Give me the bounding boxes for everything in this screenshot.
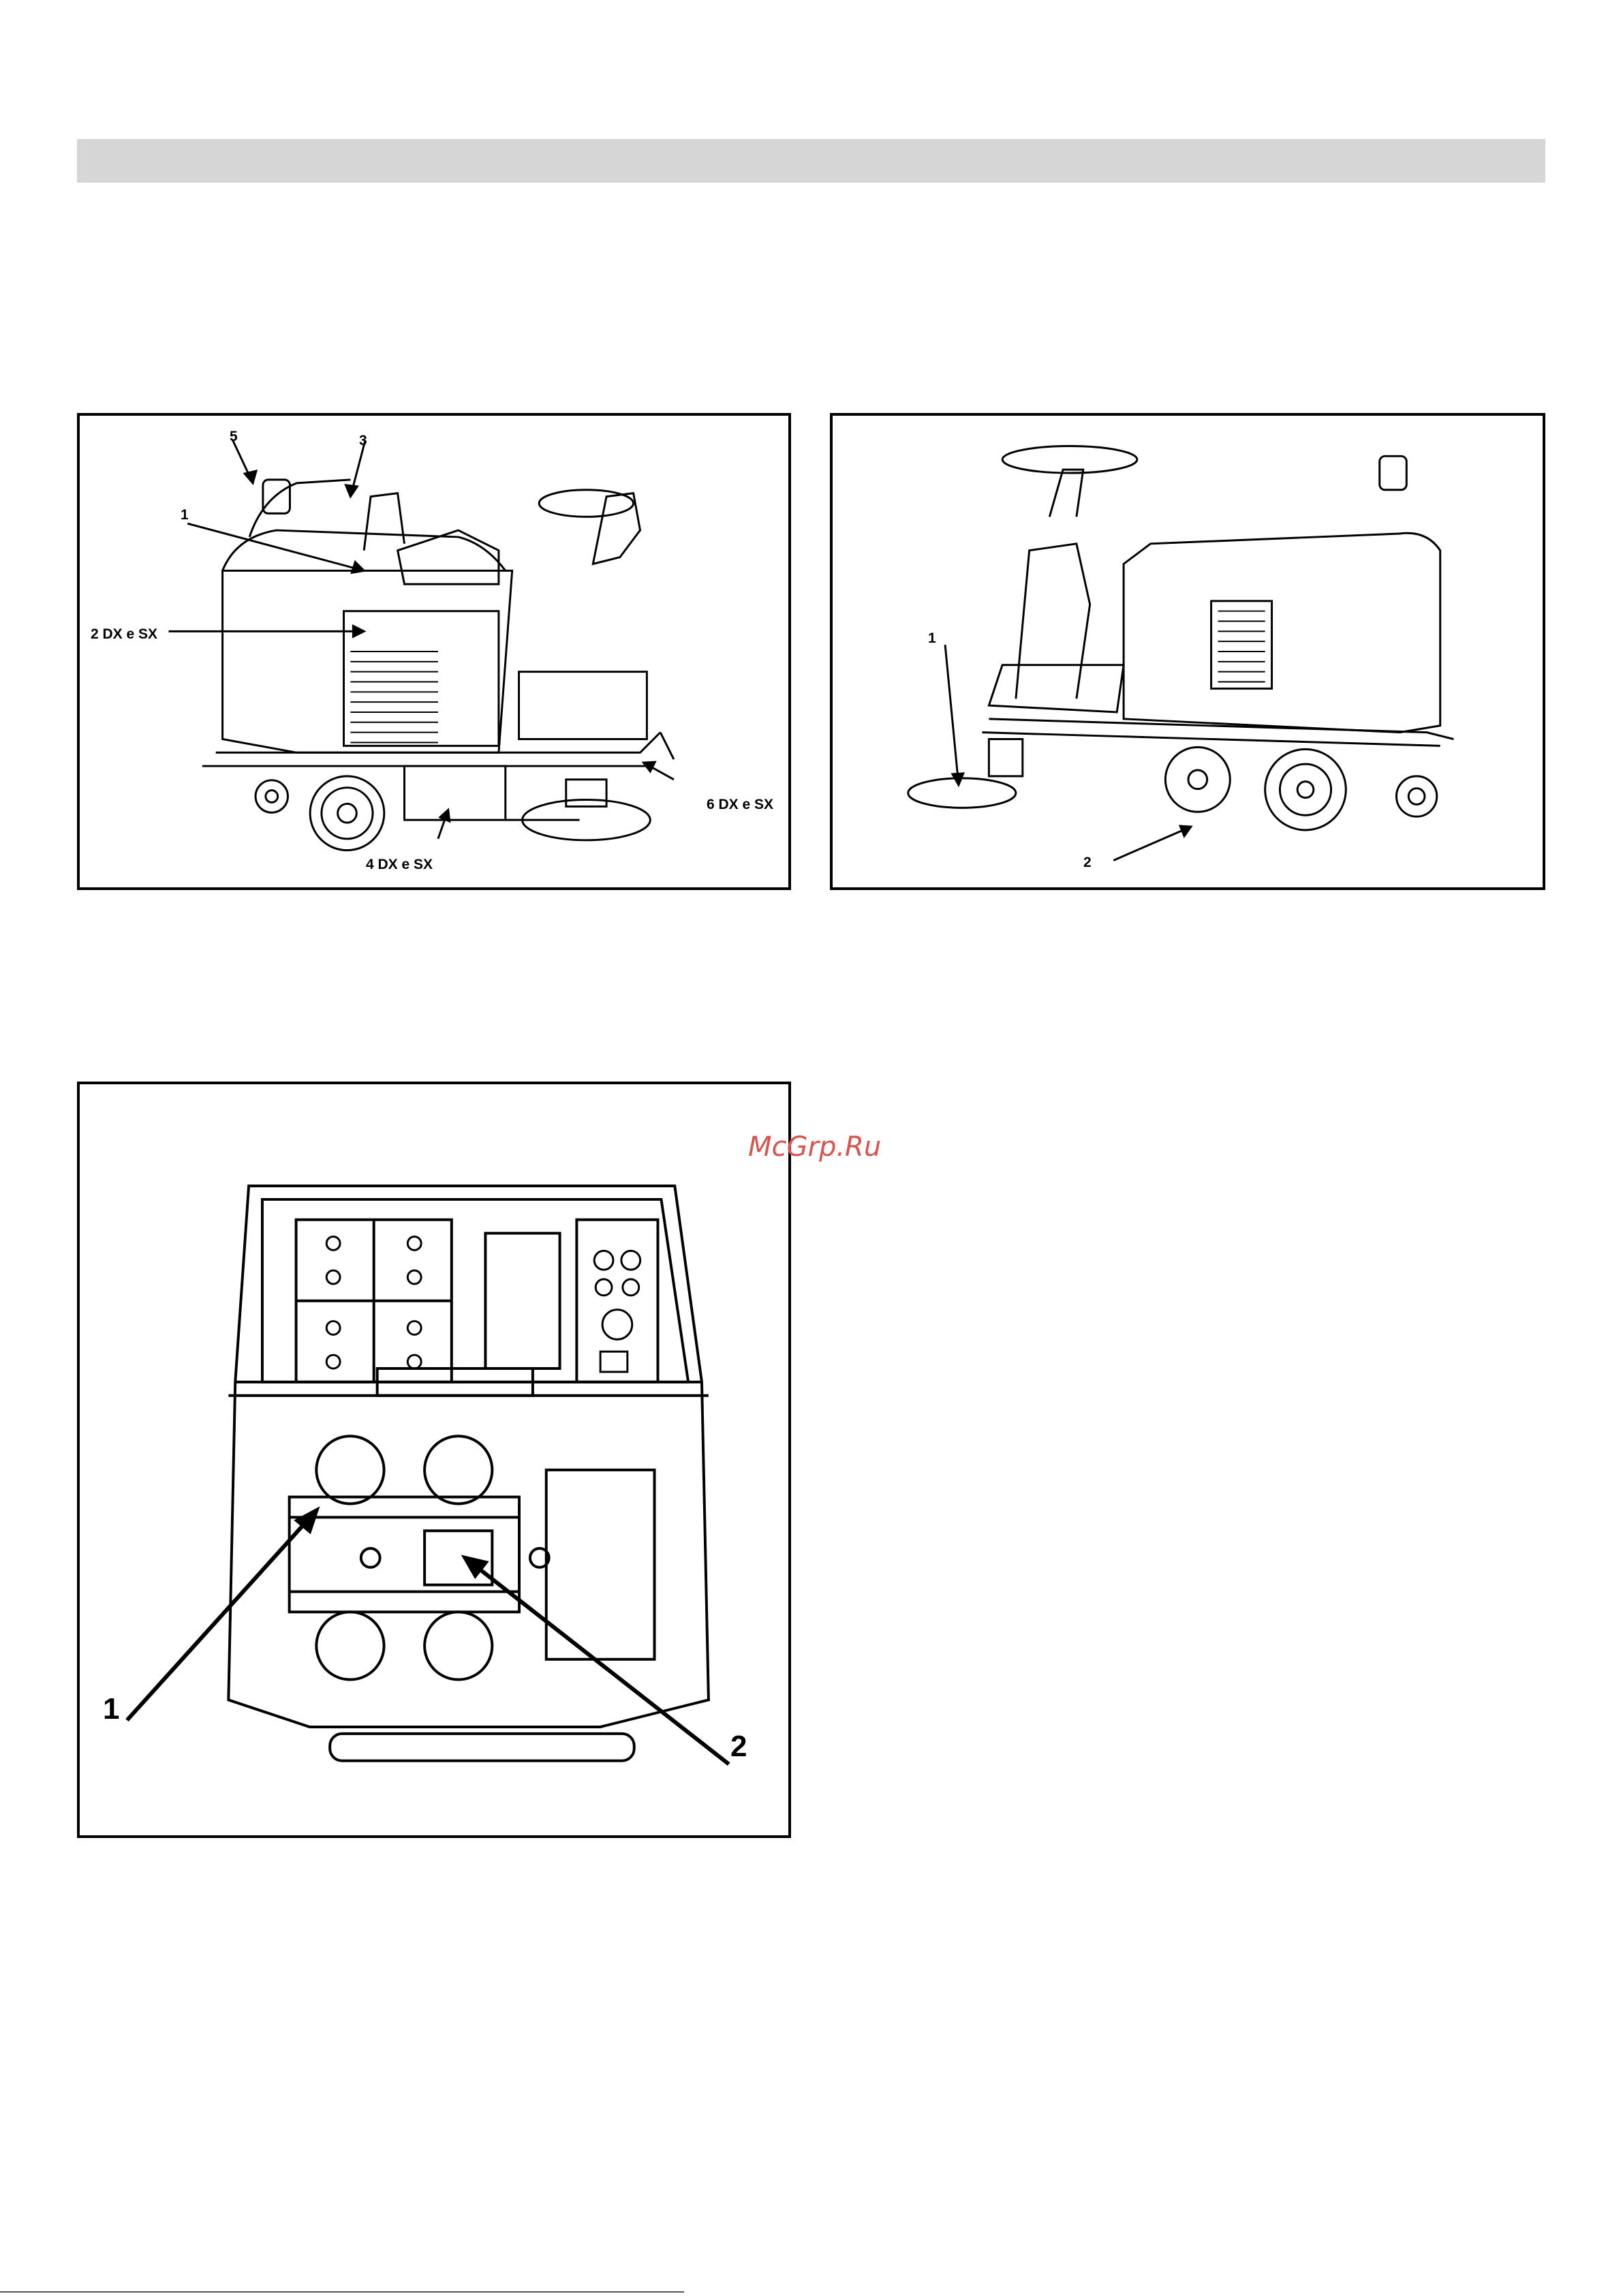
callout-1: 1 xyxy=(181,508,189,522)
callout-4-dx-sx: 4 DX e SX xyxy=(366,857,433,872)
sweeper-side-drawing xyxy=(80,416,788,887)
callout-1: 1 xyxy=(103,1694,119,1724)
figure-front-view: 1 2 xyxy=(830,413,1545,890)
callout-6-dx-sx: 6 DX e SX xyxy=(707,797,773,812)
callout-2: 2 xyxy=(730,1732,747,1762)
figure-side-view: 5 3 1 2 DX e SX 6 DX e SX 4 DX e SX xyxy=(77,413,791,890)
callout-3: 3 xyxy=(359,433,367,448)
section-header-bar xyxy=(77,139,1545,183)
watermark-text: McGrp.Ru xyxy=(748,1131,881,1163)
callout-2: 2 xyxy=(1083,855,1092,870)
callout-2-dx-sx: 2 DX e SX xyxy=(91,627,157,641)
figure-top-view: 1 2 xyxy=(77,1082,791,1838)
callout-5: 5 xyxy=(230,429,238,444)
sweeper-front-drawing xyxy=(833,416,1543,887)
footer-rule xyxy=(0,2291,684,2293)
compartment-top-drawing xyxy=(80,1084,788,1835)
callout-1: 1 xyxy=(928,631,936,645)
